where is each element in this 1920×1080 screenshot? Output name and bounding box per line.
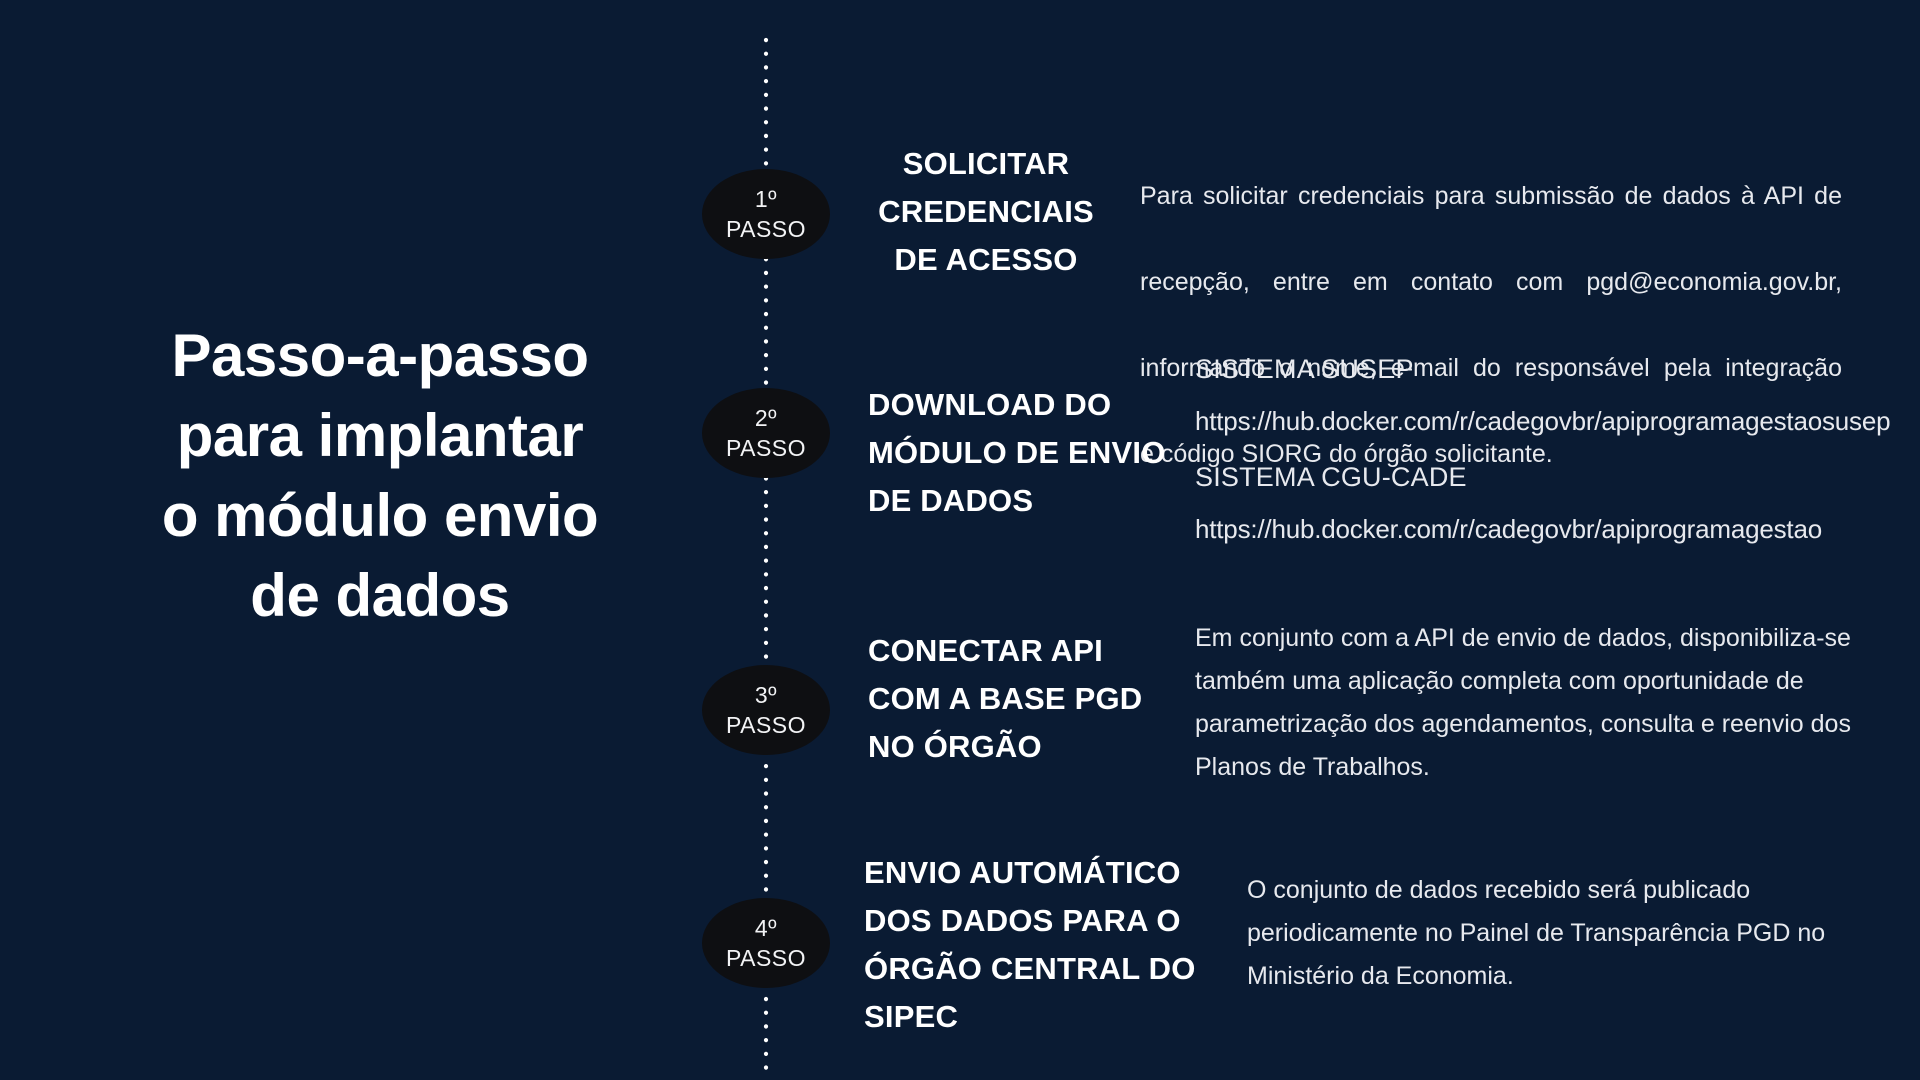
- step-2-badge-number: 2º: [754, 405, 778, 431]
- system-url-cgu-cade[interactable]: https://hub.docker.com/r/cadegovbr/apipr…: [1195, 514, 1822, 544]
- step-3-badge-label: PASSO: [725, 712, 807, 738]
- step-1-badge: 1º PASSO: [702, 169, 830, 259]
- step-4-badge-label: PASSO: [725, 945, 807, 971]
- page-title: Passo-a-passo para implantar o módulo en…: [161, 322, 599, 629]
- step-2-badge-label: PASSO: [725, 435, 807, 461]
- step-2-title: DOWNLOAD DO MÓDULO DE ENVIO DE DADOS: [868, 387, 1166, 518]
- step-1-description-line: informando o nome, e-mail do responsável…: [1140, 354, 1842, 382]
- step-1-badge-number: 1º: [754, 186, 778, 212]
- step-2-badge: 2º PASSO: [702, 388, 830, 478]
- step-3-title: CONECTAR API COM A BASE PGD NO ÓRGÃO: [868, 633, 1143, 764]
- step-1-description-line: Para solicitar credenciais para submissã…: [1140, 182, 1842, 210]
- step-1-description-line: recepção, entre em contato com pgd@econo…: [1140, 268, 1842, 296]
- step-4-badge: 4º PASSO: [702, 898, 830, 988]
- step-2-systems: SISTEMA SUSEP https://hub.docker.com/r/c…: [1195, 352, 1920, 546]
- system-url-susep[interactable]: https://hub.docker.com/r/cadegovbr/apipr…: [1195, 406, 1891, 436]
- step-1-title: SOLICITAR CREDENCIAIS DE ACESSO: [878, 146, 1094, 277]
- step-1-description-line: e código SIORG do órgão solicitante.: [1140, 440, 1553, 468]
- step-4-title: ENVIO AUTOMÁTICO DOS DADOS PARA O ÓRGÃO …: [864, 855, 1196, 1034]
- step-4-description: O conjunto de dados recebido será public…: [1247, 876, 1826, 990]
- step-3-description: Em conjunto com a API de envio de dados,…: [1195, 624, 1851, 781]
- step-3-badge: 3º PASSO: [702, 665, 830, 755]
- system-name-cgu-cade: SISTEMA CGU-CADE: [1195, 462, 1467, 492]
- step-1-badge-label: PASSO: [725, 216, 807, 242]
- step-4-badge-number: 4º: [754, 915, 778, 941]
- system-name-susep: SISTEMA SUSEP: [1195, 354, 1414, 384]
- step-3-badge-number: 3º: [754, 682, 778, 708]
- step-1-description: Para solicitar credenciais para submissã…: [1140, 132, 1842, 519]
